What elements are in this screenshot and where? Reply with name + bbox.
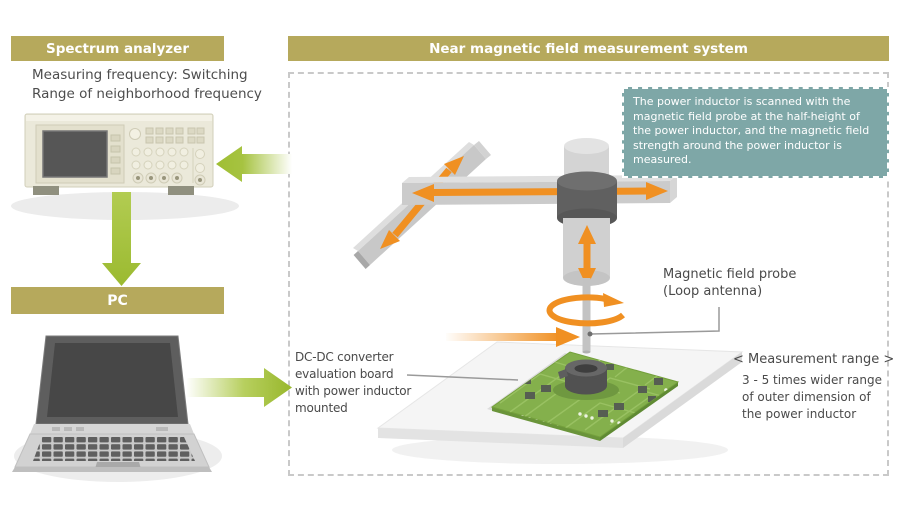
data-arrow-pc-to-system <box>187 368 292 407</box>
probe-rotation-arrow <box>546 293 625 327</box>
z-axis-motion-arrow <box>578 225 596 287</box>
analyzer-caption-line1: Measuring frequency: Switching <box>32 67 248 83</box>
header-measurement-system: Near magnetic field measurement system <box>288 36 889 61</box>
laptop-illustration <box>12 335 222 482</box>
analyzer-caption-line2: Range of neighborhood frequency <box>32 86 262 102</box>
measurement-range-body: 3 - 5 times wider range of outer dimensi… <box>742 373 883 421</box>
probe-label-line2: (Loop antenna) <box>663 284 763 299</box>
scan-method-note: The power inductor is scanned with the m… <box>622 87 889 178</box>
evaluation-board-label: DC-DC converter evaluation board with po… <box>295 350 412 415</box>
measurement-range-label: < Measurement range > 3 - 5 times wider … <box>733 351 894 423</box>
header-pc: PC <box>11 287 224 314</box>
measurement-range-title: < Measurement range > <box>733 352 895 367</box>
measurement-table <box>376 341 744 464</box>
probe-label: Magnetic field probe (Loop antenna) <box>663 266 796 300</box>
probe-scan-arrow <box>446 327 580 347</box>
analyzer-controls <box>129 127 206 186</box>
power-inductor <box>553 359 619 400</box>
analyzer-soft-keys <box>110 134 121 175</box>
probe-leader-line <box>587 307 720 337</box>
laptop-screen <box>47 343 178 417</box>
evaluation-board <box>487 351 680 441</box>
probe-rod <box>582 278 591 354</box>
analyzer-screen <box>42 130 108 178</box>
header-spectrum-analyzer: Spectrum analyzer <box>11 36 224 61</box>
analyzer-caption: Measuring frequency: Switching Range of … <box>32 66 282 104</box>
board-leader-line <box>406 374 519 381</box>
signal-arrow-analyzer-to-pc <box>102 192 141 286</box>
probe-label-line1: Magnetic field probe <box>663 267 797 282</box>
signal-arrow-to-analyzer <box>216 146 292 182</box>
